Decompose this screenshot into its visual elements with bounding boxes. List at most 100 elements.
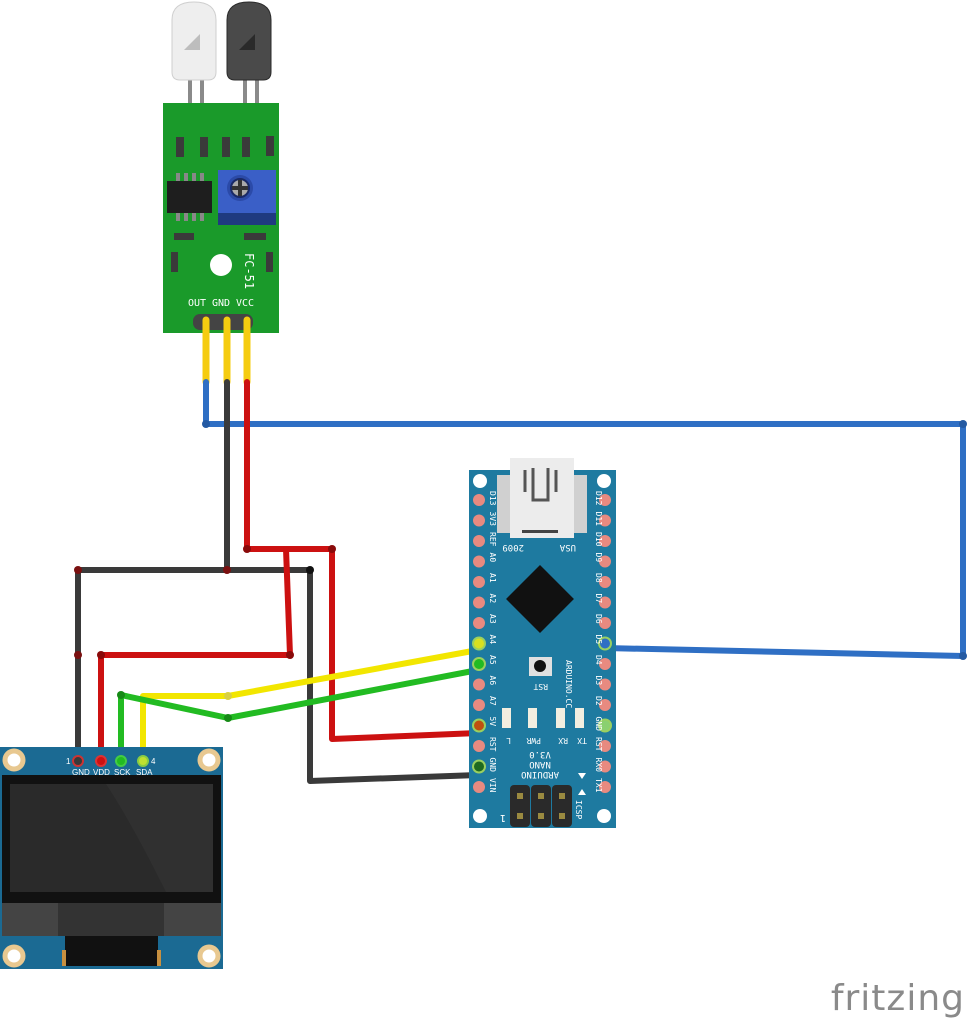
led-label-tx: TX (577, 736, 587, 745)
nano-pin-label-left-a5: A5 (488, 655, 497, 665)
arduino-nano[interactable]: 2009 USA RST ARDUINO.CC L PWR RX TX ARDU… (469, 458, 616, 828)
oled-pin-first-number: 1 (66, 757, 71, 766)
nano-pin-left-a0[interactable] (473, 555, 485, 568)
ir-sensor-module[interactable]: FC-51 OUT GND VCC (163, 1, 279, 333)
nano-pin-label-left-a7: A7 (488, 696, 497, 706)
nano-pin-left-5v[interactable] (472, 718, 486, 733)
nano-pin-left-a1[interactable] (473, 576, 485, 588)
nano-pin-label-right-d11: D11 (594, 512, 603, 527)
ir-receiver-led (226, 1, 272, 110)
wire-red-oled-vdd[interactable] (98, 546, 293, 763)
nano-pin-left-a2[interactable] (473, 596, 485, 609)
wire-yellow-sda-a4[interactable] (140, 647, 481, 763)
smd-components (171, 136, 274, 272)
led-label-rx: RX (558, 736, 568, 745)
nano-pin-label-right-d7: D7 (594, 594, 603, 604)
mounting-hole (210, 254, 232, 276)
reset-button[interactable] (529, 657, 552, 676)
nano-pin-right-d9[interactable] (599, 555, 611, 568)
tx-rx-arrows (578, 773, 586, 795)
usb-label-usa: USA (559, 542, 576, 552)
nano-pin-left-d13[interactable] (473, 494, 485, 506)
nano-pin-label-right-tx1: TX1 (594, 778, 603, 793)
oled-pin-label-sda: SDA (136, 768, 153, 777)
nano-pin-right-d5[interactable] (598, 636, 612, 651)
nano-pin-label-left-a0: A0 (488, 553, 497, 563)
nano-pin-right-d3[interactable] (599, 678, 611, 691)
nano-pin-right-d2[interactable] (599, 699, 611, 711)
fritzing-logo: fritzing (830, 978, 965, 1019)
nano-pin-left-a4[interactable] (472, 636, 486, 651)
oled-pin-last-number: 4 (151, 757, 156, 766)
status-leds (502, 708, 584, 728)
nano-pin-right-d4[interactable] (599, 658, 611, 670)
board-name-line2: NANO (529, 759, 551, 769)
sensor-pin-label-gnd: GND (212, 298, 230, 309)
nano-pin-label-right-d3: D3 (594, 676, 603, 686)
mounting-hole (473, 809, 487, 823)
nano-pin-left-ref[interactable] (473, 535, 485, 547)
mounting-hole (597, 809, 611, 823)
ic-chip (167, 173, 212, 221)
icsp-header (510, 785, 572, 827)
nano-pin-right-rx0[interactable] (599, 760, 611, 773)
nano-pin-left-3v3[interactable] (473, 514, 485, 527)
usb-label-2009: 2009 (502, 542, 524, 552)
nano-pin-label-right-rx0: RX0 (594, 758, 603, 773)
nano-pin-label-left-a1: A1 (488, 573, 497, 583)
wire-black-gnd-bus[interactable] (75, 567, 481, 784)
wire-green-sck-a5[interactable] (118, 667, 481, 763)
nano-pin-label-left-gnd: GND (488, 758, 497, 773)
nano-pin-label-right-d4: D4 (594, 655, 603, 665)
nano-pin-label-left-a4: A4 (488, 635, 497, 645)
nano-pin-label-right-rst: RST (594, 737, 603, 752)
nano-pin-left-a7[interactable] (473, 699, 485, 711)
wires (74, 316, 967, 784)
mounting-hole (473, 474, 487, 488)
sensor-pin-label-out: OUT (188, 298, 206, 309)
nano-pin-left-a3[interactable] (473, 617, 485, 629)
nano-pin-left-a5[interactable] (472, 657, 486, 671)
site-label: ARDUINO.CC (564, 660, 573, 708)
nano-pin-right-tx1[interactable] (599, 781, 611, 793)
usb-connector (497, 458, 587, 538)
nano-pin-label-right-d10: D10 (594, 532, 603, 547)
nano-pin-label-left-rst: RST (488, 737, 497, 752)
nano-pin-label-left-5v: 5V (488, 717, 497, 727)
nano-pin-label-left-3v3: 3V3 (488, 512, 497, 527)
board-name-line3: V3.0 (529, 749, 551, 759)
icsp-label: ICSP (574, 800, 583, 819)
nano-pin-right-d11[interactable] (599, 514, 611, 527)
nano-pin-label-right-d9: D9 (594, 553, 603, 563)
nano-pin-right-rst[interactable] (599, 740, 611, 752)
nano-pin-label-left-a6: A6 (488, 676, 497, 686)
oled-pin-label-vdd: VDD (93, 768, 110, 777)
nano-pin-right-d7[interactable] (599, 596, 611, 609)
wire-junctions (74, 420, 967, 722)
nano-pin-right-d10[interactable] (599, 535, 611, 547)
nano-pin-label-right-d2: D2 (594, 696, 603, 706)
mounting-holes (2, 748, 221, 968)
potentiometer[interactable] (218, 170, 276, 225)
nano-pin-left-vin[interactable] (473, 781, 485, 793)
nano-pin-label-right-d12: D12 (594, 491, 603, 506)
oled-display-module[interactable]: 1 4 GND VDD SCK SDA (0, 747, 223, 969)
nano-pin-label-right-gnd: GND (594, 717, 603, 732)
nano-pin-label-right-d8: D8 (594, 573, 603, 583)
sensor-pin-label-vcc: VCC (236, 298, 254, 309)
microcontroller-chip (506, 565, 574, 633)
nano-pin-label-left-a2: A2 (488, 594, 497, 604)
nano-pin-left-a6[interactable] (473, 678, 485, 691)
nano-pin-right-d8[interactable] (599, 576, 611, 588)
nano-pin-label-left-ref: REF (488, 532, 497, 547)
nano-pin-left-rst[interactable] (473, 740, 485, 752)
led-label-l: L (506, 736, 511, 745)
nano-pin-right-gnd[interactable] (598, 718, 612, 733)
board-name-line1: ARDUINO (521, 769, 559, 779)
nano-pin-right-d6[interactable] (599, 617, 611, 629)
nano-pin-right-d12[interactable] (599, 494, 611, 506)
nano-pin-label-left-a3: A3 (488, 614, 497, 624)
nano-pin-left-gnd[interactable] (472, 759, 486, 774)
nano-pin-label-right-d6: D6 (594, 614, 603, 624)
